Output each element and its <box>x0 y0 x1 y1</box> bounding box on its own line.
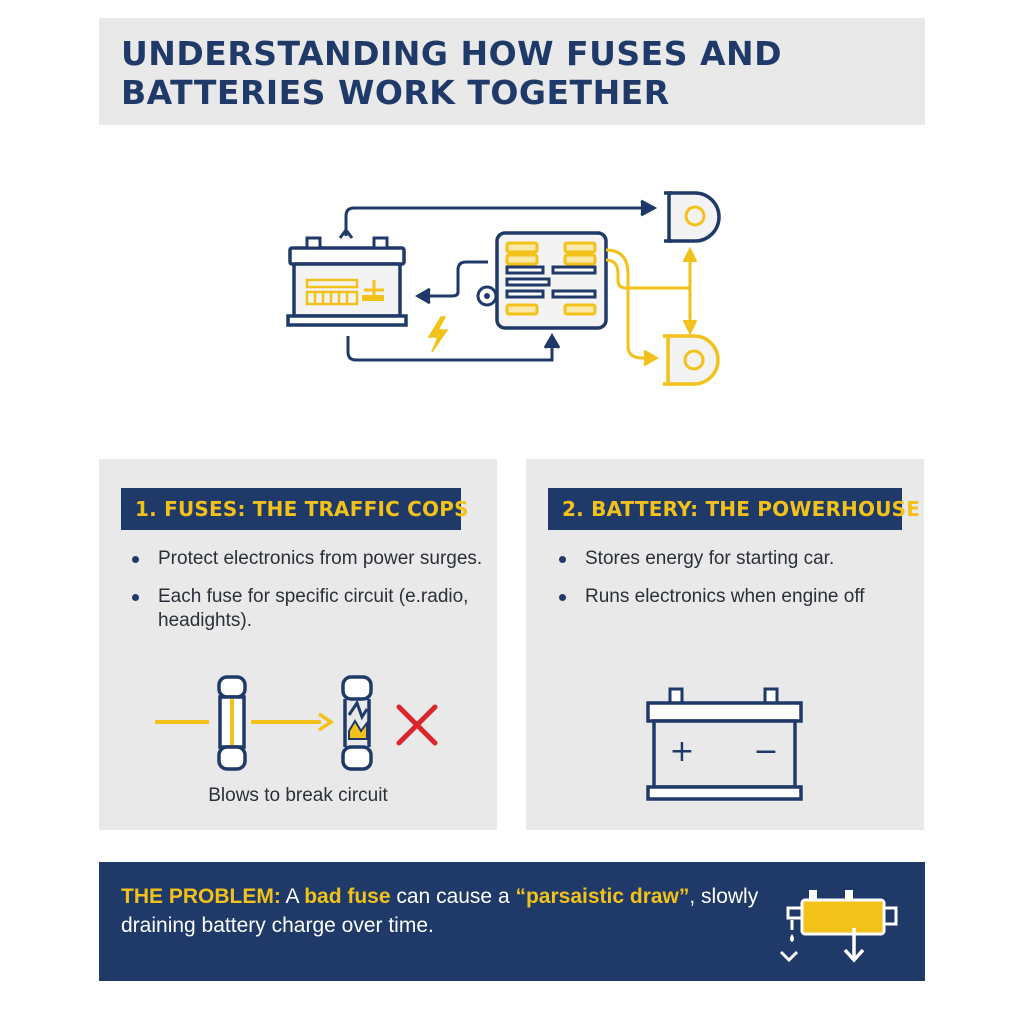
list-item: Protect electronics from power surges. <box>127 547 487 571</box>
battery-panel: 2. BATTERY: THE POWERHOUSE Stores energy… <box>526 459 924 830</box>
parasitic-draw-highlight: “parsaistic draw” <box>515 885 690 908</box>
lightning-icon <box>427 316 449 353</box>
battery-heading: 2. BATTERY: THE POWERHOUSE <box>548 488 920 530</box>
bullet-dot <box>559 556 566 563</box>
fuse-box-icon <box>476 231 608 330</box>
navy-connectors <box>338 199 658 362</box>
battery-minus: − <box>753 734 778 769</box>
list-item: Each fuse for specific circuit (e.radio,… <box>127 585 487 633</box>
fuses-bullet-list: Protect electronics from power surges. E… <box>127 547 487 647</box>
battery-icon: + − <box>646 687 803 801</box>
fuse-blown-icon <box>341 675 373 771</box>
headlight-icon <box>664 191 721 243</box>
fuse-intact-icon <box>217 675 247 771</box>
bullet-dot <box>132 556 139 563</box>
yellow-connectors <box>605 246 698 367</box>
bullet-dot <box>559 594 566 601</box>
draining-battery-icon <box>779 890 898 963</box>
page-title: UNDERSTANDING HOW FUSES AND BATTERIES WO… <box>121 34 783 112</box>
battery-icon <box>286 236 408 327</box>
red-x-icon <box>396 704 438 746</box>
title-banner: UNDERSTANDING HOW FUSES AND BATTERIES WO… <box>99 18 925 125</box>
bullet-dot <box>132 594 139 601</box>
battery-plus: + <box>669 734 694 769</box>
bad-fuse-highlight: bad fuse <box>304 885 391 908</box>
problem-banner: THE PROBLEM: A bad fuse can cause a “par… <box>99 862 925 981</box>
circuit-diagram <box>286 191 721 386</box>
list-item: Stores energy for starting car. <box>554 547 914 571</box>
problem-label: THE PROBLEM: <box>121 885 281 908</box>
fuse-illustration <box>155 675 438 771</box>
fuses-heading: 1. FUSES: THE TRAFFIC COPS <box>121 488 468 530</box>
list-item: Runs electronics when engine off <box>554 585 914 609</box>
fuse-caption: Blows to break circuit <box>208 785 388 806</box>
fuses-panel: 1. FUSES: THE TRAFFIC COPS Protect elect… <box>99 459 497 830</box>
headlight-icon <box>663 334 720 386</box>
battery-bullet-list: Stores energy for starting car. Runs ele… <box>554 547 914 623</box>
problem-text: THE PROBLEM: A bad fuse can cause a “par… <box>121 885 759 937</box>
